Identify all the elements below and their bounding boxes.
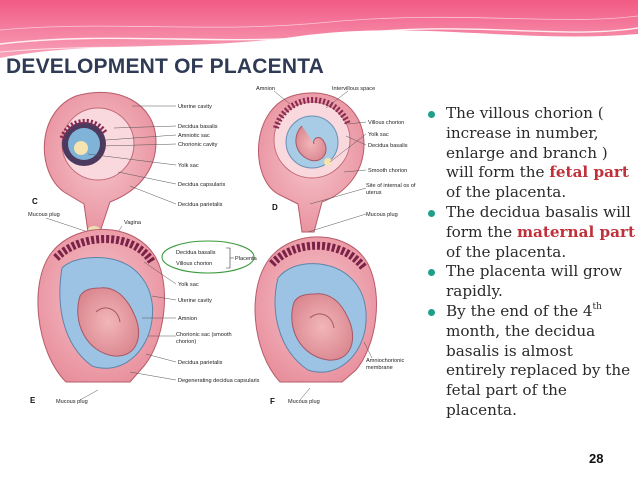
label-amnion: Amnion [178,316,197,322]
label-internal-os: Site of internal os of uterus [366,183,416,196]
label-uterine-cavity: Uterine cavity [178,104,212,110]
bullet-item-4: By the end of the 4th month, the decidua… [424,302,636,421]
label-mucous-plug: Mucous plug [366,212,398,218]
bullet-dot-icon [428,308,435,316]
label-amniotic-sac: Amniotic sac [178,133,210,139]
panel-d-diagram: Amnion Intervillous space Villous chorio… [256,86,416,233]
label-smooth-chorion: Smooth chorion [368,168,407,174]
label-chorionic-sac: Chorionic sac (smooth chorion) [176,332,232,345]
panel-f-diagram: Amniochorionic membrane Mucous plug F [254,236,405,406]
label-mucous-plug: Mucous plug [288,399,320,405]
bullet-item-1: The villous chorion ( increase in number… [424,104,636,203]
bullet-list: The villous chorion ( increase in number… [424,104,636,421]
bullet-item-2: The decidua basalis will form the matern… [424,203,636,262]
label-yolk-sac: Yolk sac [368,132,389,138]
label-intervillous-space: Intervillous space [332,86,375,92]
label-decidua-basalis: Decidua basalis [178,124,218,130]
label-decidua-basalis: Decidua basalis [368,143,408,149]
bullet-dot-icon [428,111,435,118]
bullet-dot-icon [428,209,435,217]
emphasis-fetal-part: fetal part [549,163,629,182]
label-amnion: Amnion [256,86,275,92]
label-decidua-basalis-highlight: Decidua basalis [176,250,216,256]
page-number: 28 [589,451,604,466]
header-banner [0,0,638,58]
label-villous-chorion-highlight: Villous chorion [176,261,212,267]
panel-c-letter: C [32,197,38,206]
slide-title: DEVELOPMENT OF PLACENTA [6,55,325,78]
label-amniochorionic-membrane: Amniochorionic membrane [366,358,405,371]
panel-d-letter: D [272,203,278,212]
label-vagina: Vagina [124,220,142,226]
bullet-item-3: The placenta will grow rapidly. [424,262,636,302]
panel-e-letter: E [30,396,36,405]
panel-c-diagram: Uterine cavity Decidua basalis Amniotic … [28,91,225,273]
label-uterine-cavity: Uterine cavity [178,298,212,304]
bullet-dot-icon [428,269,435,277]
label-decidua-capsularis: Decidua capsularis [178,182,225,188]
label-villous-chorion: Villous chorion [368,120,404,126]
emphasis-maternal-part: maternal part [516,222,635,241]
placenta-development-figure: Uterine cavity Decidua basalis Amniotic … [28,86,416,406]
panel-f-letter: F [270,397,275,406]
label-decidua-parietalis: Decidua parietalis [178,360,223,366]
label-degenerating-decidua-capsularis: Degenerating decidua capsularis [178,378,260,384]
label-yolk-sac: Yolk sac [178,282,199,288]
label-decidua-parietalis: Decidua parietalis [178,202,223,208]
highlight-oval [161,240,255,274]
label-placenta: Placenta [235,256,258,262]
label-chorionic-cavity: Chorionic cavity [178,142,218,148]
label-mucous-plug: Mucous plug [56,399,88,405]
panel-e-diagram: Decidua basalis Villous chorion Placenta… [30,229,260,405]
label-yolk-sac: Yolk sac [178,163,199,169]
label-mucous-plug: Mucous plug [28,212,60,218]
